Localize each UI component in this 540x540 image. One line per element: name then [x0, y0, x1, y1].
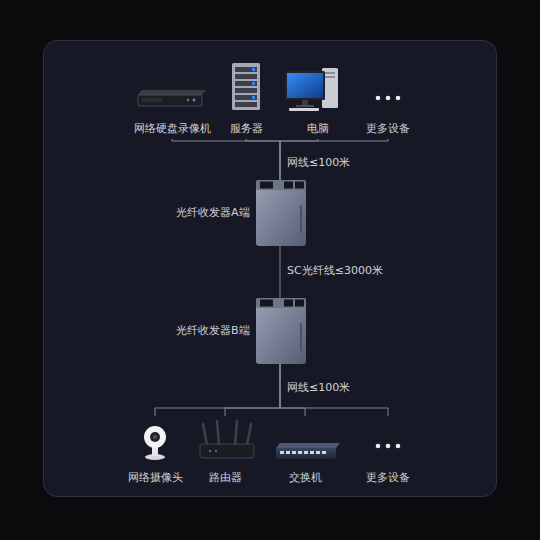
cable-length-label: 网线≤100米 [285, 381, 352, 395]
device-node: 服务器 [216, 62, 276, 139]
device-node: 更多设备 [358, 62, 418, 139]
device-node: 电脑 [288, 62, 348, 139]
cable-length-label: 网线≤100米 [285, 156, 352, 170]
computer-icon [285, 68, 338, 111]
device-label: 更多设备 [366, 471, 410, 485]
device-label: 网络摄像头 [128, 471, 183, 485]
device-label: 电脑 [307, 122, 329, 136]
device-label: 服务器 [230, 122, 263, 136]
router-body [200, 444, 254, 458]
device-label: 光纤收发器A端 [176, 206, 250, 220]
connector [280, 246, 281, 298]
router-icon [203, 421, 251, 445]
device-label: 路由器 [209, 471, 242, 485]
device-node: 更多设备 [358, 416, 418, 488]
connector [172, 139, 280, 180]
connector [155, 364, 280, 416]
connector [246, 139, 280, 180]
more-dots [376, 444, 401, 449]
device-node: 网络摄像头 [125, 416, 186, 488]
device-label: 更多设备 [366, 122, 410, 136]
connector [280, 364, 388, 416]
device-label: 交换机 [289, 471, 322, 485]
more-dots [376, 96, 401, 101]
device-node: 光纤收发器A端 [176, 180, 306, 246]
connector [280, 139, 388, 180]
nvr-icon [138, 90, 206, 106]
device-node: 交换机 [275, 416, 335, 488]
fiber-converter-b [256, 298, 306, 364]
connector [225, 364, 280, 416]
device-node: 网络硬盘录像机 [131, 62, 214, 139]
server-icon [232, 63, 260, 110]
fiber-converter-a [256, 180, 306, 246]
edge-label: SC光纤线≤3000米 [285, 264, 385, 278]
panel [43, 40, 497, 497]
switch-icon [276, 443, 340, 459]
device-node: 路由器 [195, 416, 255, 488]
camera-icon [144, 426, 166, 460]
device-node: 光纤收发器B端 [176, 298, 306, 364]
device-label: 网络硬盘录像机 [134, 122, 211, 136]
device-label: 光纤收发器B端 [176, 324, 250, 338]
